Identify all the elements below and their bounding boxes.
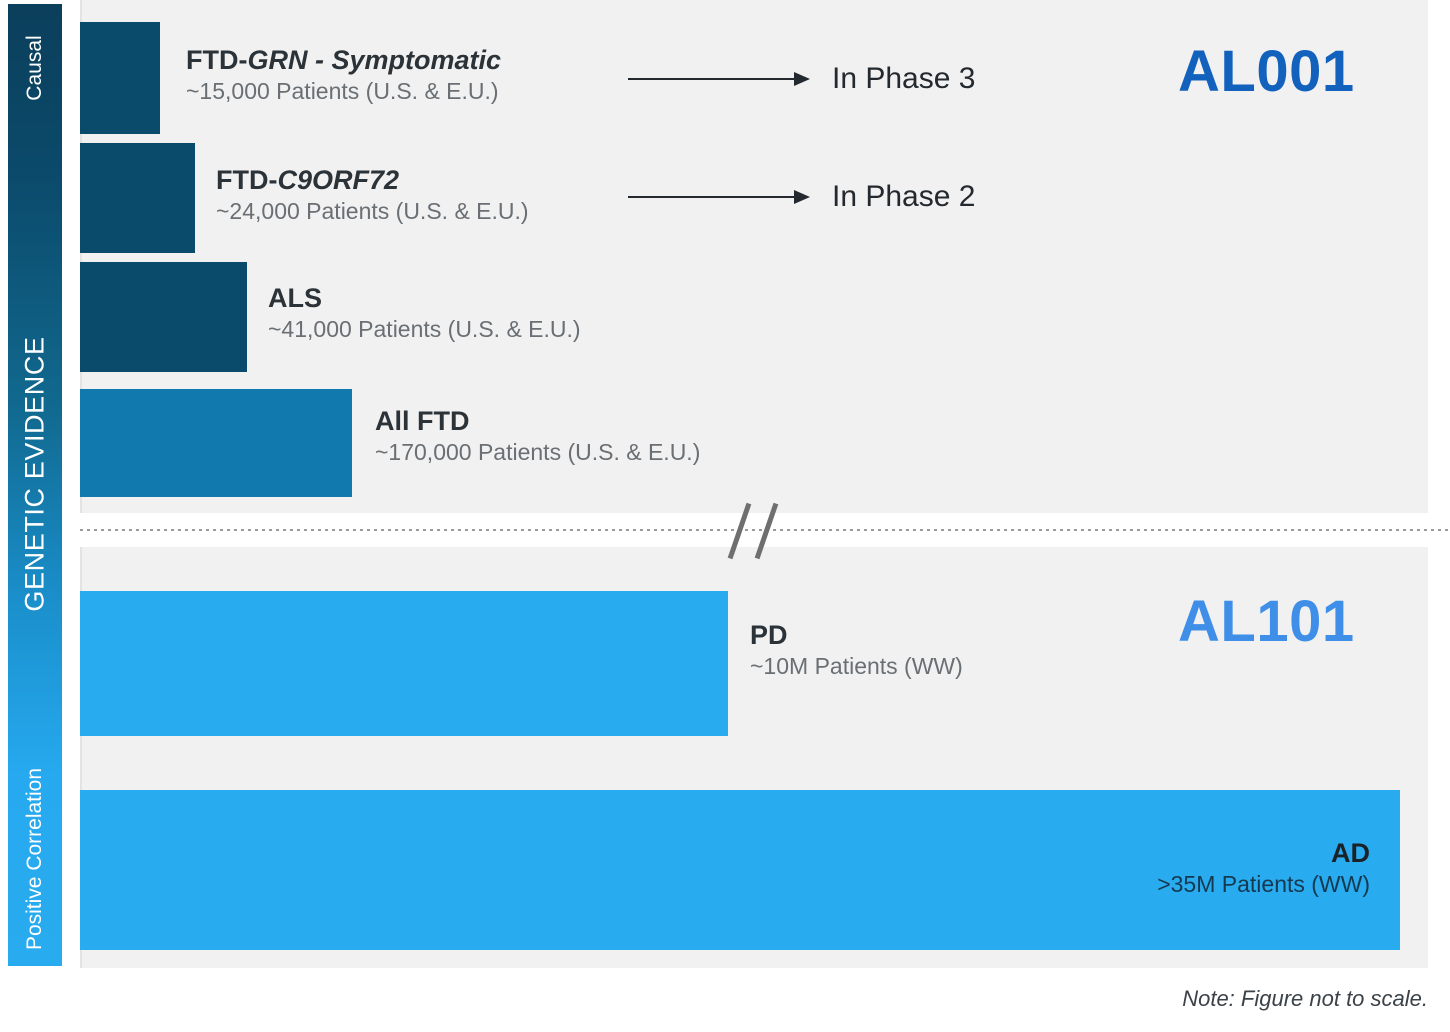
label-title-gene: C9ORF72 [277,165,400,195]
label-title-prefix: FTD- [216,165,278,195]
label-sub-ftd-grn: ~15,000 Patients (U.S. & E.U.) [186,78,499,105]
label-sub-als: ~41,000 Patients (U.S. & E.U.) [268,316,581,343]
label-title-prefix: FTD- [186,45,248,75]
label-title-ftd-c9orf72: FTD-C9ORF72 [216,165,529,195]
program-tag-al101: AL101 [1178,589,1355,654]
label-pd: PD ~10M Patients (WW) [750,620,963,680]
label-ad: AD >35M Patients (WW) [870,838,1370,898]
label-sub-all-ftd: ~170,000 Patients (U.S. & E.U.) [375,439,701,466]
program-tag-al001: AL001 [1178,39,1355,104]
label-sub-pd: ~10M Patients (WW) [750,653,963,680]
label-title-pd: PD [750,620,788,650]
label-sub-ftd-c9orf72: ~24,000 Patients (U.S. & E.U.) [216,198,529,225]
bar-ad [80,790,1400,950]
label-als: ALS ~41,000 Patients (U.S. & E.U.) [268,283,581,343]
label-ftd-grn-symptomatic: FTD-GRN - Symptomatic ~15,000 Patients (… [186,45,501,105]
genetic-evidence-axis: Causal GENETIC EVIDENCE Positive Correla… [8,4,62,966]
label-title-als: ALS [268,283,322,313]
bar-ftd-c9orf72 [80,143,195,253]
axis-label-positive-correlation: Positive Correlation [23,767,46,951]
bar-pd [80,591,728,736]
label-title-ftd-grn: FTD-GRN - Symptomatic [186,45,501,75]
axis-label-genetic-evidence: GENETIC EVIDENCE [19,336,50,612]
bar-als [80,262,247,372]
figure-footnote: Note: Figure not to scale. [1182,986,1428,1011]
label-title-gene: GRN - Symptomatic [247,45,502,75]
phase-row-ftd-grn: In Phase 3 [628,62,975,96]
label-all-ftd: All FTD ~170,000 Patients (U.S. & E.U.) [375,406,700,466]
phase-status-ftd-c9orf72: In Phase 2 [832,180,976,213]
label-sub-ad: >35M Patients (WW) [1157,871,1370,898]
label-title-all-ftd: All FTD [375,406,470,436]
bar-ftd-grn-symptomatic [80,22,160,134]
arrow-right-icon [628,72,810,86]
axis-label-causal: Causal [23,35,46,101]
phase-row-ftd-c9orf72: In Phase 2 [628,180,975,214]
arrow-right-icon [628,190,810,204]
label-title-ad: AD [1331,838,1370,868]
bar-all-ftd [80,389,352,497]
label-ftd-c9orf72: FTD-C9ORF72 ~24,000 Patients (U.S. & E.U… [216,165,529,225]
phase-status-ftd-grn: In Phase 3 [832,62,976,95]
